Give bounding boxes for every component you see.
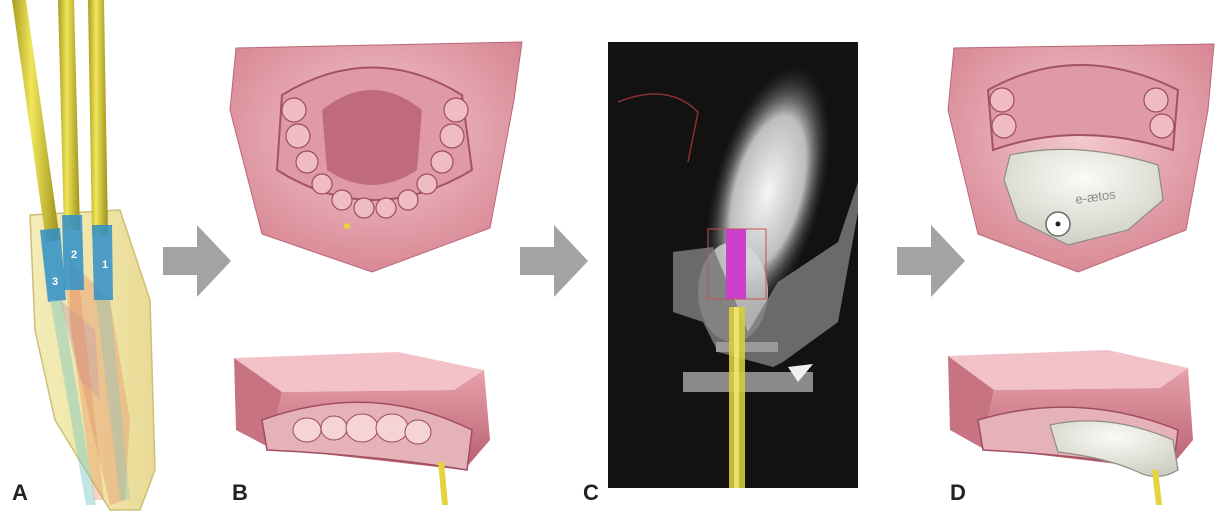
arrow-right-icon (163, 225, 231, 297)
sleeve-label-2: 2 (71, 249, 77, 261)
panel-b-label: B (232, 480, 248, 506)
panel-d-surgical-guide: e-ætos D (938, 0, 1222, 513)
panel-d-label: D (950, 480, 966, 506)
panel-a-label: A (12, 480, 28, 506)
panel-a-implant-planning: 1 2 3 A (0, 0, 165, 513)
ct-scan-image (608, 42, 858, 488)
panel-c-ct-section: C (570, 0, 870, 513)
sleeve-label-3: 3 (52, 276, 58, 288)
sleeve-label-1: 1 (102, 259, 108, 271)
panel-d-illustration: e-ætos (938, 0, 1222, 513)
panel-c-label: C (583, 480, 599, 506)
drill-rod-3 (12, 0, 60, 242)
panel-b-illustration (222, 0, 532, 513)
palate (322, 90, 422, 185)
drill-rod-1 (88, 0, 108, 235)
implant-position-marker (726, 229, 746, 299)
drill-rod-2 (58, 0, 80, 230)
panel-a-illustration: 1 2 3 (0, 0, 165, 513)
panel-b-dental-cast: B (222, 0, 532, 513)
